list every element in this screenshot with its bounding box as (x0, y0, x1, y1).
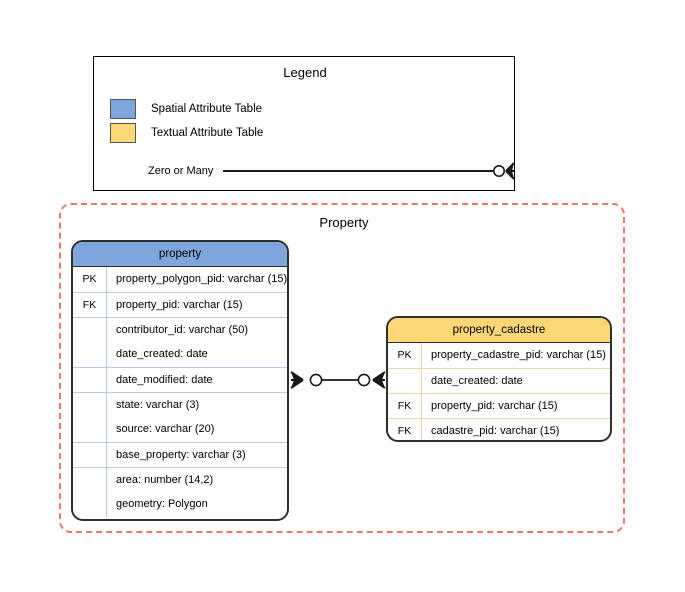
legend-item-textual: Textual Attribute Table (110, 123, 263, 143)
table-row[interactable]: FK property_pid: varchar (15) (388, 393, 610, 418)
legend-item-spatial-label: Spatial Attribute Table (151, 103, 263, 115)
row-attribute: geometry: Polygon (106, 492, 287, 517)
table-row[interactable]: date_modified: date (73, 367, 287, 392)
table-row[interactable]: contributor_id: varchar (50) (73, 317, 287, 342)
table-row[interactable]: PK property_cadastre_pid: varchar (15) (388, 343, 610, 368)
row-attribute: date_created: date (421, 369, 610, 393)
blue-swatch-icon (110, 99, 136, 119)
table-row[interactable]: state: varchar (3) (73, 392, 287, 417)
row-key: FK (397, 425, 412, 437)
row-key (73, 492, 106, 517)
row-attribute: property_cadastre_pid: varchar (15) (421, 343, 610, 368)
table-row[interactable]: base_property: varchar (3) (73, 442, 287, 467)
table-row[interactable]: geometry: Polygon (73, 492, 287, 517)
row-attribute: date_created: date (106, 342, 287, 367)
legend-item-textual-label: Textual Attribute Table (151, 127, 264, 139)
row-key (73, 468, 106, 492)
legend-item-spatial: Spatial Attribute Table (110, 99, 262, 119)
row-key: FK (82, 299, 97, 311)
group-container-property: Property (59, 203, 625, 533)
table-row[interactable]: FK property_pid: varchar (15) (73, 292, 287, 317)
table-row[interactable]: source: varchar (20) (73, 417, 287, 442)
entity-table-property[interactable]: property PK property_polygon_pid: varcha… (71, 240, 289, 521)
legend-item-relationship: Zero or Many (148, 161, 516, 181)
row-attribute: property_pid: varchar (15) (106, 293, 287, 317)
row-attribute: source: varchar (20) (106, 417, 287, 442)
row-key (73, 368, 106, 392)
entity-rows-property: PK property_polygon_pid: varchar (15) FK… (73, 267, 287, 517)
row-key (73, 342, 106, 367)
table-row[interactable]: date_created: date (388, 368, 610, 393)
row-key (73, 318, 106, 342)
entity-header-property-cadastre: property_cadastre (388, 318, 610, 343)
table-row[interactable]: area: number (14,2) (73, 467, 287, 492)
table-row[interactable]: PK property_polygon_pid: varchar (15) (73, 267, 287, 292)
entity-table-property-cadastre[interactable]: property_cadastre PK property_cadastre_p… (386, 316, 612, 442)
row-key (73, 443, 106, 467)
row-key: PK (82, 273, 97, 285)
row-attribute: base_property: varchar (3) (106, 443, 287, 467)
row-attribute: date_modified: date (106, 368, 287, 392)
row-key: FK (397, 400, 412, 412)
row-key (73, 393, 106, 417)
row-attribute: area: number (14,2) (106, 468, 287, 492)
yellow-swatch-icon (110, 123, 136, 143)
entity-header-property: property (73, 242, 287, 267)
row-attribute: property_pid: varchar (15) (421, 394, 610, 418)
row-attribute: contributor_id: varchar (50) (106, 318, 287, 342)
table-row[interactable]: FK cadastre_pid: varchar (15) (388, 418, 610, 440)
row-key (388, 369, 421, 393)
table-row[interactable]: date_created: date (73, 342, 287, 367)
legend-title: Legend (283, 65, 327, 80)
row-attribute: cadastre_pid: varchar (15) (421, 419, 610, 440)
crows-foot-zero-or-many-icon (223, 162, 516, 180)
row-key (73, 417, 106, 442)
entity-rows-property-cadastre: PK property_cadastre_pid: varchar (15) d… (388, 343, 610, 440)
row-key: PK (397, 349, 412, 361)
row-attribute: property_polygon_pid: varchar (15) (106, 267, 287, 292)
legend-panel: Legend Spatial Attribute Table Textual A… (93, 56, 516, 191)
row-attribute: state: varchar (3) (106, 393, 287, 417)
group-title: Property (319, 215, 369, 230)
legend-relationship-label: Zero or Many (148, 165, 214, 177)
